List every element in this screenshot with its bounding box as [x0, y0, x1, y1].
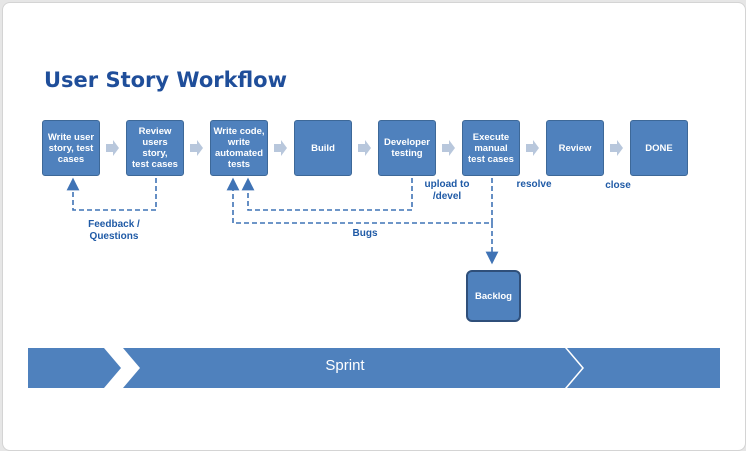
step-write-code: Write code, write automated tests: [210, 120, 268, 176]
step-review: Review: [546, 120, 604, 176]
step-review-user-story: Review users story, test cases: [126, 120, 184, 176]
feedback-questions-label: Feedback / Questions: [88, 219, 140, 242]
upload-label: upload to /devel: [424, 179, 470, 202]
step-done: DONE: [630, 120, 688, 176]
flow-arrow-6: [526, 140, 539, 156]
sprint-label: Sprint: [325, 357, 365, 374]
sprint-band-right: [567, 348, 720, 388]
flow-arrow-2: [190, 140, 203, 156]
page-title: User Story Workflow: [44, 68, 287, 92]
bugs-loop-connector: [226, 177, 493, 224]
resolve-label: resolve: [516, 179, 552, 190]
flow-arrow-5: [442, 140, 455, 156]
sprint-band-middle: [123, 348, 582, 388]
step-build: Build: [294, 120, 352, 176]
step-write-user-story: Write user story, test cases: [42, 120, 100, 176]
close-label: close: [605, 180, 631, 191]
step-execute-manual-tests: Execute manual test cases: [462, 120, 520, 176]
flow-arrow-1: [106, 140, 119, 156]
flow-arrow-4: [358, 140, 371, 156]
feedback-loop-connector: [66, 177, 157, 211]
testing-return-connector: [241, 177, 413, 211]
sprint-band-left: [28, 348, 121, 388]
flow-arrow-7: [610, 140, 623, 156]
step-developer-testing: Developer testing: [378, 120, 436, 176]
bugs-label: Bugs: [352, 228, 378, 239]
backlog-box: Backlog: [466, 270, 521, 322]
flow-arrow-3: [274, 140, 287, 156]
